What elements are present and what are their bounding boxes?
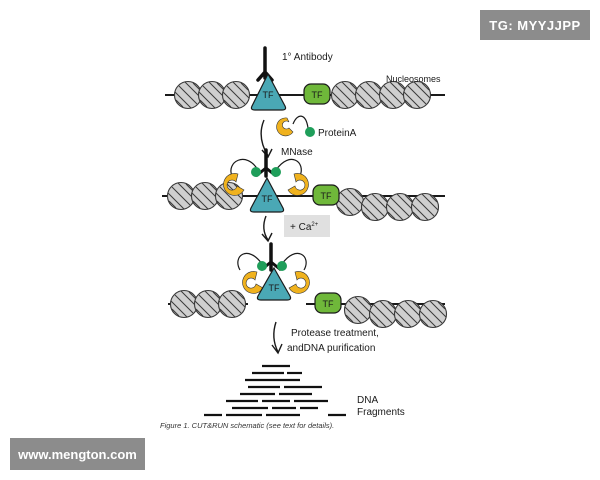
nucleosome bbox=[343, 295, 373, 325]
antibody-label: 1° Antibody bbox=[282, 52, 333, 63]
nucleosome bbox=[335, 187, 365, 217]
tf-label: TF bbox=[312, 90, 323, 100]
nucleosome bbox=[385, 192, 415, 222]
nucleosome bbox=[190, 181, 220, 211]
mnase-right bbox=[287, 173, 309, 196]
nucleosome bbox=[410, 192, 440, 222]
tf-label: TF bbox=[321, 191, 332, 201]
nucleosome bbox=[393, 299, 423, 329]
proteina-label: ProteinA bbox=[318, 128, 357, 139]
nucleosome bbox=[360, 192, 390, 222]
row-2-chromatin: TF TF bbox=[162, 148, 445, 222]
tf-green-shape bbox=[303, 83, 331, 105]
nucleosome bbox=[221, 80, 251, 110]
nucleosome bbox=[173, 80, 203, 110]
mnase-left bbox=[242, 271, 264, 294]
nucleosomes-label: Nucleosomes bbox=[386, 74, 441, 84]
tf-label: TF bbox=[323, 299, 334, 309]
nucleosome bbox=[217, 289, 247, 319]
nucleosome bbox=[169, 289, 199, 319]
dna-fragments bbox=[204, 364, 346, 417]
mnase-label: MNase bbox=[281, 147, 313, 158]
proteina-mnase-legend: ProteinA MNase bbox=[276, 115, 357, 158]
dna-label-line2: Fragments bbox=[357, 407, 405, 418]
figure-caption: Figure 1. CUT&RUN schematic (see text fo… bbox=[160, 421, 334, 430]
protease-label-line2: andDNA purification bbox=[287, 343, 375, 354]
watermark-top-right: TG: MYYJJPP bbox=[480, 10, 590, 40]
tf-teal-shape bbox=[250, 72, 287, 111]
calcium-box: + Ca2+ bbox=[284, 215, 330, 237]
nucleosome bbox=[402, 80, 432, 110]
nucleosome bbox=[368, 299, 398, 329]
tf-green-shape bbox=[314, 292, 342, 314]
step-arrow-2 bbox=[261, 215, 273, 243]
calcium-label: + Ca2+ bbox=[290, 222, 319, 233]
tf-label: TF bbox=[262, 194, 273, 204]
mnase-left bbox=[223, 173, 245, 196]
row-1-chromatin: TF TF 1° Antibody Nucleosomes bbox=[165, 46, 445, 111]
tf-label: TF bbox=[269, 283, 280, 293]
protease-label-line1: Protease treatment, bbox=[291, 328, 379, 339]
tf-teal-shape bbox=[249, 176, 285, 213]
row-3-chromatin: TF TF bbox=[168, 242, 448, 329]
tf-green-shape bbox=[312, 184, 340, 206]
nucleosome bbox=[418, 299, 448, 329]
mnase-right bbox=[288, 271, 310, 294]
tf-teal-shape bbox=[256, 266, 292, 301]
nucleosome bbox=[330, 80, 360, 110]
nucleosome bbox=[166, 181, 196, 211]
nucleosome bbox=[354, 80, 384, 110]
nucleosome bbox=[378, 80, 408, 110]
antibody-shape bbox=[256, 46, 274, 82]
watermark-bottom-left: www.mengton.com bbox=[10, 438, 145, 470]
nucleosome bbox=[193, 289, 223, 319]
step-arrow-3 bbox=[271, 321, 283, 355]
tf-label: TF bbox=[263, 90, 274, 100]
nucleosome bbox=[197, 80, 227, 110]
dna-label-line1: DNA bbox=[357, 395, 378, 406]
